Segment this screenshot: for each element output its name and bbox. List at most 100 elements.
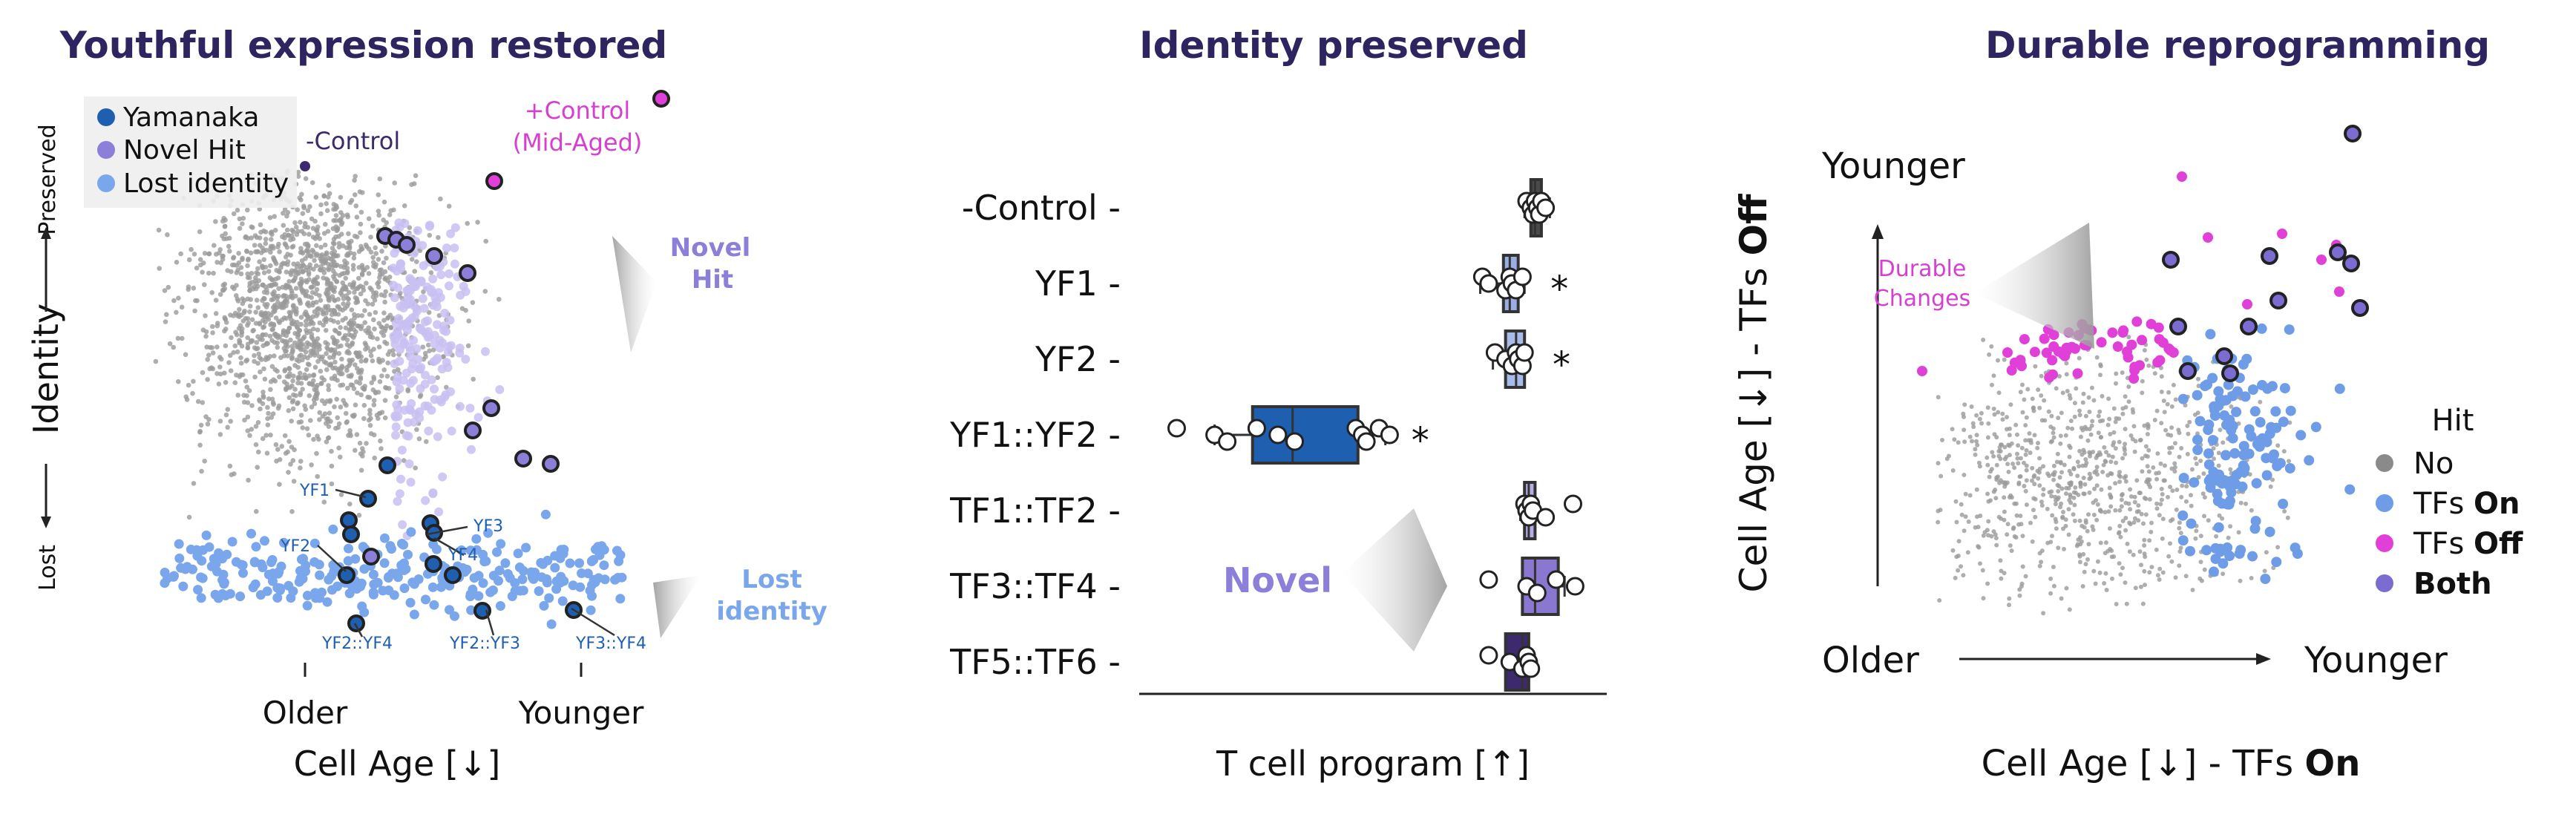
- no-hit-point: [2085, 528, 2090, 534]
- cell-point: [263, 264, 269, 270]
- no-hit-point: [2031, 405, 2036, 410]
- no-hit-point: [2084, 460, 2089, 465]
- cell-point: [391, 207, 396, 213]
- no-hit-point: [2117, 523, 2123, 528]
- lost-identity-point: [539, 600, 549, 611]
- no-hit-point: [2018, 390, 2023, 395]
- novel-hit-light-point: [389, 281, 399, 290]
- no-hit-point: [2187, 419, 2192, 424]
- no-hit-point: [2201, 471, 2206, 476]
- novel-hit-light-point: [442, 327, 451, 336]
- no-hit-point: [2008, 426, 2012, 431]
- cell-point: [315, 433, 320, 439]
- cell-point: [362, 308, 367, 313]
- tfs-on-point: [2244, 448, 2255, 459]
- cell-point: [282, 367, 288, 373]
- cell-point: [325, 278, 331, 283]
- novel-callout-wedge: [1342, 508, 1447, 652]
- no-hit-point: [2056, 489, 2061, 494]
- no-hit-point: [2030, 478, 2034, 483]
- lost-identity-point: [550, 551, 560, 561]
- cell-point: [350, 266, 356, 272]
- tfs-off-point: [2070, 343, 2080, 354]
- novel-hit-light-point: [393, 327, 402, 336]
- novel-hit-light-point: [413, 226, 422, 235]
- cell-point: [368, 235, 373, 240]
- no-hit-point: [2147, 570, 2152, 575]
- cell-point: [272, 228, 278, 233]
- cell-point: [414, 259, 419, 265]
- no-hit-point: [2130, 407, 2135, 412]
- no-hit-point: [2055, 482, 2060, 488]
- novel-hit-light-point: [396, 259, 406, 269]
- cell-point: [324, 367, 330, 373]
- no-hit-point: [2146, 469, 2151, 474]
- cell-point: [198, 262, 203, 268]
- durable-points: [1917, 125, 2369, 616]
- cell-point: [283, 298, 288, 304]
- cell-point: [257, 243, 263, 248]
- tfs-on-point: [2229, 447, 2241, 459]
- cell-point: [381, 293, 387, 298]
- lost-identity-point: [403, 549, 413, 560]
- cell-point: [197, 428, 203, 434]
- cell-point: [343, 315, 349, 321]
- cell-point: [357, 440, 363, 446]
- cell-point: [296, 358, 301, 364]
- cell-point: [379, 373, 384, 378]
- novel-hit-light-point: [435, 344, 445, 353]
- corner-younger-right: Younger: [2304, 640, 2448, 681]
- no-hit-point: [2154, 501, 2160, 506]
- no-hit-point: [1991, 453, 1996, 459]
- no-hit-point: [2198, 576, 2203, 581]
- cell-point: [436, 235, 441, 240]
- cell-point: [254, 298, 260, 303]
- no-hit-point: [1954, 519, 1959, 525]
- label-yf3: YF3: [473, 517, 503, 536]
- lost-identity-point: [246, 528, 256, 539]
- no-hit-point: [2163, 463, 2167, 468]
- no-hit-point: [2157, 566, 2163, 571]
- no-hit-point: [2091, 528, 2096, 532]
- no-hit-point: [2249, 508, 2254, 513]
- cell-point: [289, 227, 295, 233]
- no-hit-point: [2120, 411, 2126, 416]
- replicate-point: [1167, 419, 1186, 438]
- no-hit-point: [2054, 526, 2059, 531]
- cell-point: [315, 281, 321, 286]
- no-hit-point: [2087, 476, 2092, 482]
- no-hit-point: [1996, 449, 2002, 453]
- no-hit-point: [2174, 507, 2179, 512]
- lost-identity-point: [558, 548, 568, 559]
- no-hit-point: [2196, 384, 2201, 388]
- no-hit-point: [2147, 477, 2152, 482]
- cell-point: [269, 282, 274, 288]
- cell-point: [266, 410, 271, 416]
- cell-point: [344, 269, 350, 275]
- no-hit-point: [2189, 493, 2193, 498]
- cell-point: [210, 330, 215, 335]
- tfs-off-point: [2072, 368, 2083, 379]
- cell-point: [316, 354, 322, 359]
- cell-point: [361, 416, 367, 422]
- no-hit-point: [2124, 601, 2129, 606]
- no-hit-point: [2136, 503, 2141, 508]
- legend-label-lost-identity: Lost identity: [123, 168, 289, 199]
- cell-point: [303, 293, 309, 298]
- neg-control-label: -Control: [306, 127, 400, 155]
- no-hit-point: [1967, 493, 1973, 498]
- cell-point: [276, 403, 282, 409]
- cell-point: [265, 404, 270, 410]
- durable-callout-wedge: [1974, 223, 2094, 349]
- cell-point: [280, 234, 285, 240]
- cell-point: [336, 240, 342, 246]
- no-hit-point: [1980, 568, 1985, 573]
- no-hit-point: [2072, 518, 2077, 523]
- both-hit-point: [2261, 247, 2278, 265]
- lost-identity-point: [327, 585, 337, 595]
- cell-point: [301, 263, 307, 269]
- cell-point: [430, 347, 436, 353]
- cell-point: [258, 222, 263, 228]
- lost-identity-point: [295, 565, 305, 576]
- no-hit-point: [2149, 529, 2154, 534]
